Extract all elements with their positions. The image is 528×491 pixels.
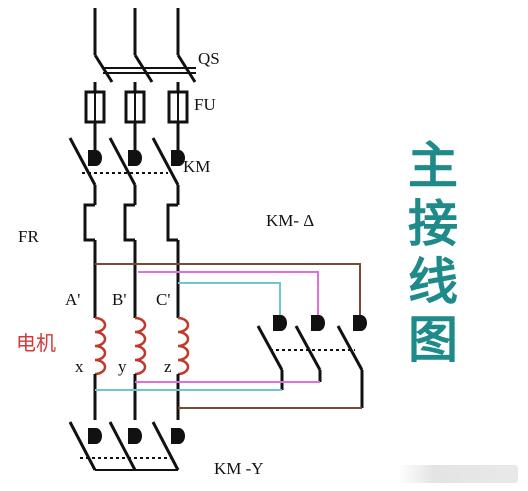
lower-buses bbox=[95, 381, 362, 409]
label-km: KM bbox=[183, 157, 210, 176]
wires-motor-bottom bbox=[93, 374, 180, 420]
label-km-delta: KM- Δ bbox=[266, 211, 314, 230]
title-char-4: 图 bbox=[408, 310, 458, 369]
label-a-prime: A' bbox=[65, 290, 80, 309]
label-qs: QS bbox=[198, 49, 220, 68]
wires-fu-km bbox=[93, 122, 180, 150]
title-char-2: 接 bbox=[408, 194, 458, 253]
label-x: x bbox=[75, 357, 84, 376]
km-contacts bbox=[68, 137, 185, 186]
fr-thermal-relay bbox=[83, 203, 178, 242]
label-km-y: KM -Y bbox=[214, 459, 264, 478]
label-fr: FR bbox=[18, 227, 39, 246]
delta-buses bbox=[95, 263, 361, 322]
label-z: z bbox=[164, 357, 172, 376]
watermark-blur bbox=[398, 465, 518, 483]
label-y: y bbox=[118, 357, 127, 376]
title-char-3: 线 bbox=[408, 252, 458, 311]
km-y-contacts bbox=[68, 421, 185, 471]
wires-fr-motor bbox=[93, 240, 180, 318]
label-c-prime: C' bbox=[156, 290, 170, 309]
qs-switch bbox=[93, 54, 197, 92]
title-char-1: 主 bbox=[408, 136, 458, 195]
km-delta-contacts bbox=[256, 315, 367, 408]
wires-km-fr bbox=[93, 185, 180, 205]
label-b-prime: B' bbox=[112, 290, 126, 309]
label-fu: FU bbox=[194, 95, 216, 114]
fu-fuses bbox=[84, 90, 189, 124]
motor-windings bbox=[94, 316, 190, 376]
phase-wires-top bbox=[93, 8, 180, 55]
label-motor: 电机 bbox=[16, 331, 56, 355]
